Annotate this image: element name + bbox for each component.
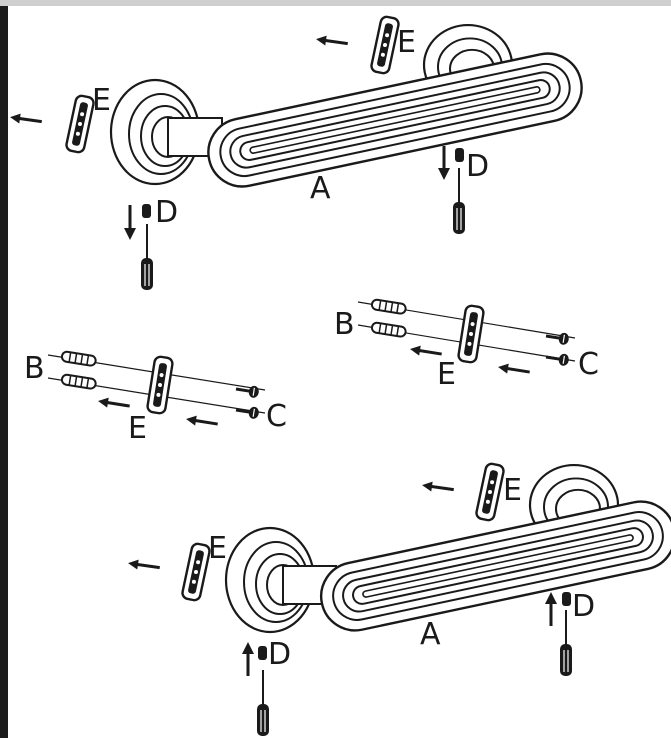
arrow-mid-right-2 xyxy=(495,360,532,379)
screwdriver-right-top xyxy=(452,167,466,235)
label-d-left-bottom: D xyxy=(268,637,291,672)
screwdriver-right-bottom xyxy=(559,609,573,677)
clip-e-right-top xyxy=(369,14,401,76)
arrow-left-top-1 xyxy=(7,110,44,129)
arrow-mid-left-2 xyxy=(183,412,220,431)
label-d-right-bottom: D xyxy=(572,589,595,624)
exploded-right: B E C xyxy=(334,298,599,392)
anchor-b-2-right xyxy=(370,321,408,339)
label-a-bottom: A xyxy=(420,617,441,652)
arrow-left-bottom-1 xyxy=(125,556,162,575)
grab-bar-top xyxy=(207,52,583,188)
label-b-left: B xyxy=(24,351,45,386)
label-c-right: C xyxy=(578,347,599,382)
label-e-right-top: E xyxy=(397,25,416,60)
clip-e-mid-left xyxy=(145,354,175,416)
grab-bar-bottom xyxy=(319,500,671,632)
left-border xyxy=(0,6,8,738)
screw-c-2-right xyxy=(543,349,572,369)
clip-e-right-bottom xyxy=(474,461,506,523)
cap-d-right-bottom xyxy=(545,592,571,626)
top-border xyxy=(0,0,671,6)
arrow-left-bottom-2 xyxy=(419,478,456,497)
label-d-left-top: D xyxy=(155,195,178,230)
label-e-mid-left: E xyxy=(128,411,147,446)
clip-e-left-bottom xyxy=(180,541,212,603)
anchor-b-1-left xyxy=(60,350,98,368)
label-e-mid-right: E xyxy=(437,357,456,392)
label-c-left: C xyxy=(266,399,287,434)
bottom-assembly: A E E D D xyxy=(125,461,671,737)
label-d-right-top: D xyxy=(466,149,489,184)
screw-c-2-left xyxy=(233,402,262,422)
top-assembly: A E E D D xyxy=(7,14,583,291)
cap-d-left-top xyxy=(124,204,151,240)
exploded-left: B E C xyxy=(24,350,287,446)
label-e-right-bottom: E xyxy=(503,473,522,508)
label-b-right: B xyxy=(334,307,355,342)
clip-e-left-top xyxy=(64,93,96,155)
clip-e-mid-right xyxy=(456,303,486,365)
screw-c-1-right xyxy=(543,328,572,348)
label-a-top: A xyxy=(310,171,331,206)
screwdriver-left-bottom xyxy=(256,669,270,737)
arrow-mid-left-1 xyxy=(95,394,132,413)
label-e-left-bottom: E xyxy=(208,531,227,566)
anchor-b-2-left xyxy=(60,373,98,391)
cap-d-right-top xyxy=(438,146,464,180)
arrow-left-top-2 xyxy=(313,32,350,51)
cap-d-left-bottom xyxy=(242,642,267,676)
screwdriver-left-top xyxy=(140,223,154,291)
anchor-b-1-right xyxy=(370,298,408,316)
label-e-left-top: E xyxy=(92,83,111,118)
